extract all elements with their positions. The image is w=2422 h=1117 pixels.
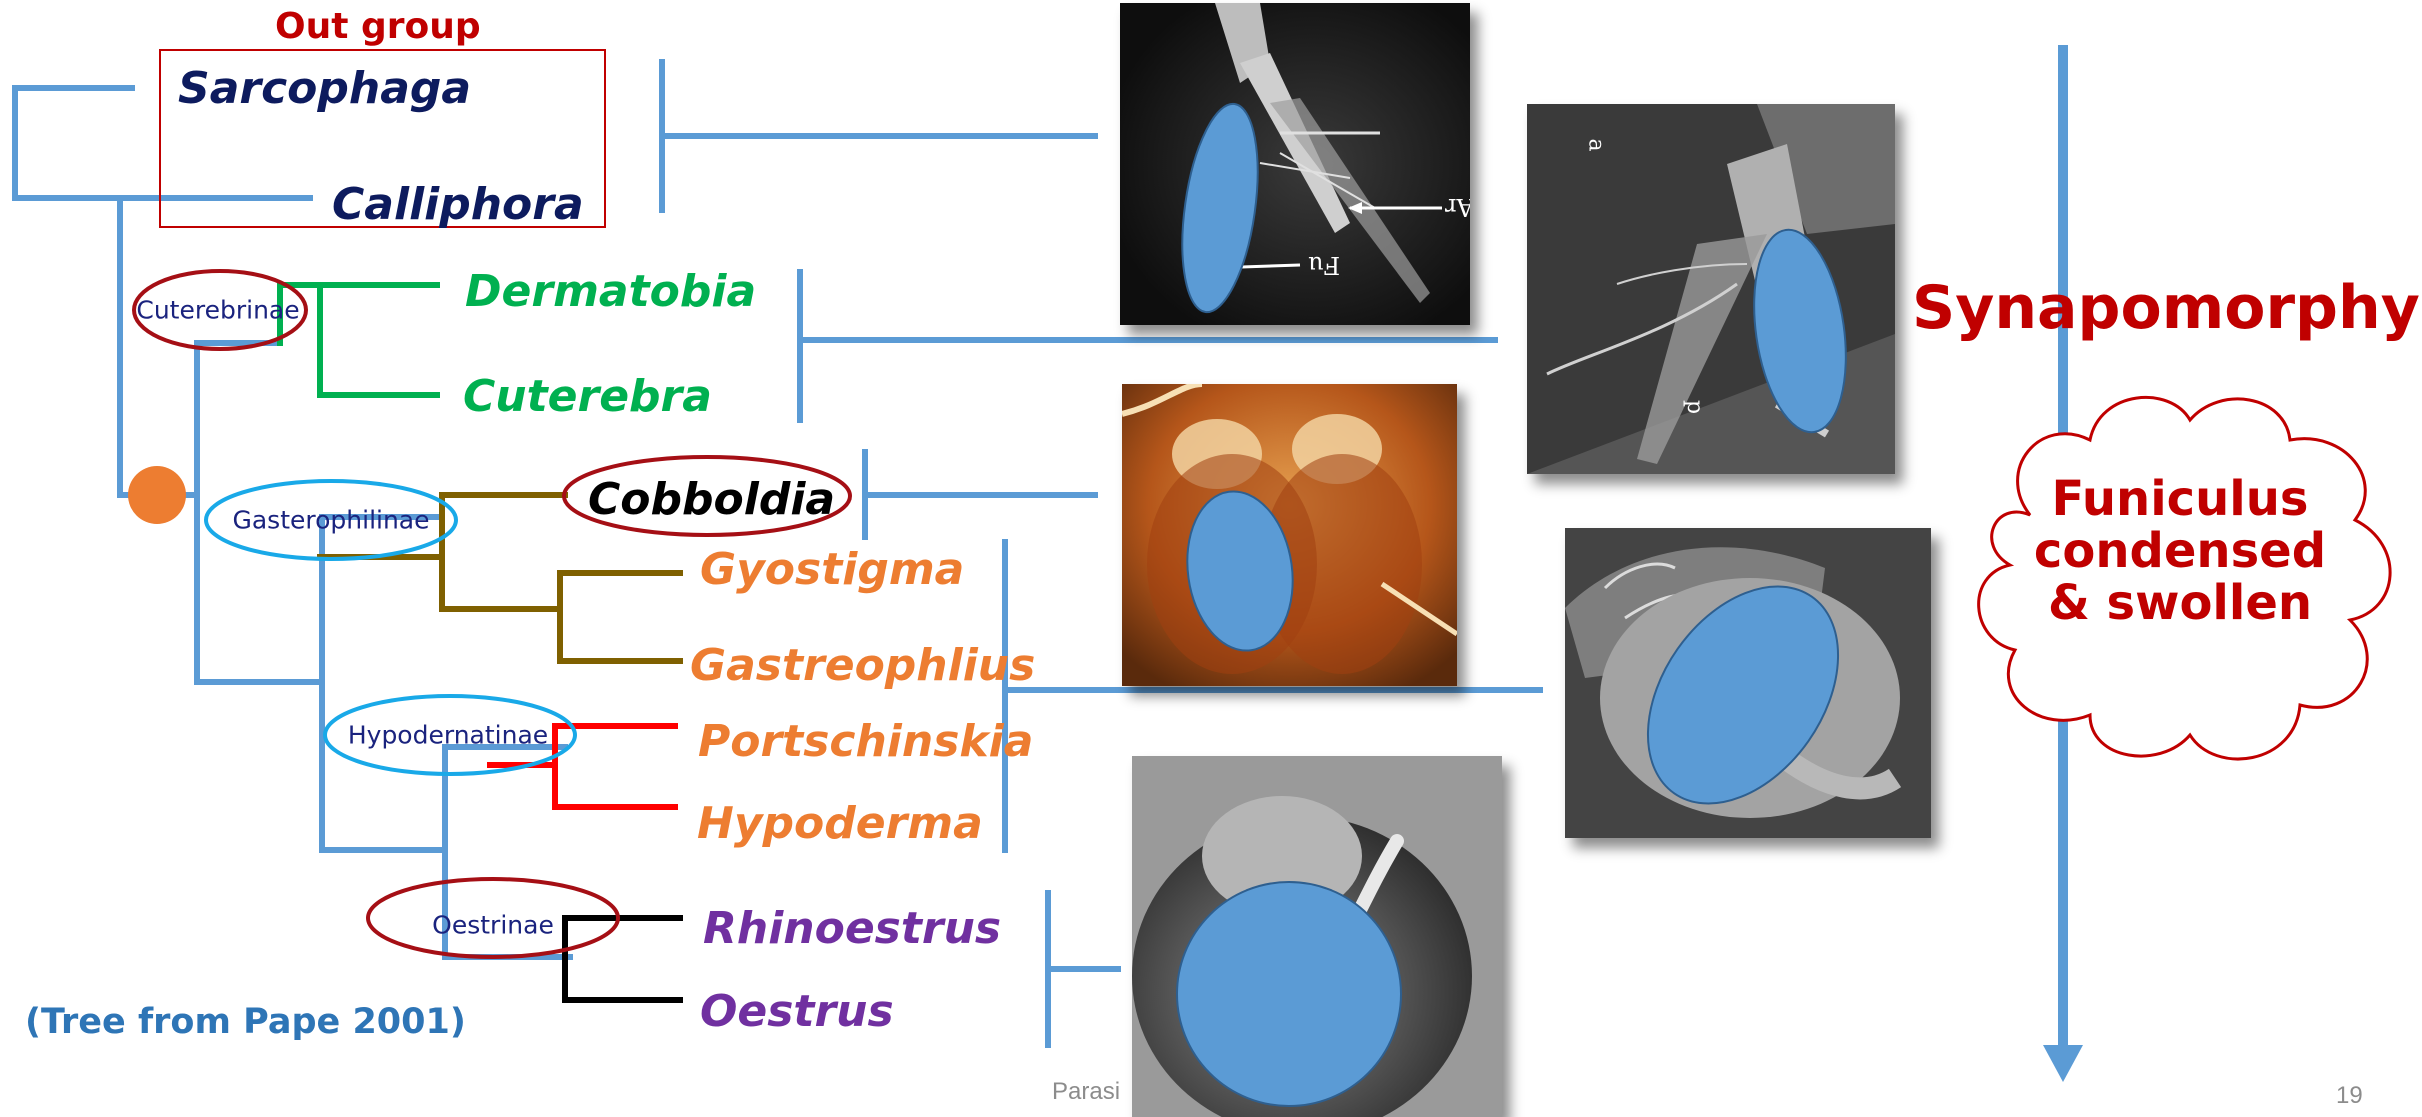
cloud-line-1: Funiculus xyxy=(2000,474,2360,526)
oestrus-antenna-photo xyxy=(1132,756,1502,1117)
subfamily-oestrinae: Oestrinae xyxy=(432,913,554,938)
photo1-label-fu: Fu xyxy=(1308,253,1340,277)
oestrinae-branches xyxy=(565,918,680,1000)
taxon-sarcophaga: Sarcophaga xyxy=(178,67,471,111)
taxon-oestrus: Oestrus xyxy=(700,990,894,1034)
subfamily-gasterophilinae: Gasterophilinae xyxy=(232,508,429,533)
taxon-portschinskia: Portschinskia xyxy=(698,720,1033,764)
slide-number: 19 xyxy=(2336,1084,2363,1108)
taxon-gyostigma: Gyostigma xyxy=(700,548,964,592)
cloud-line-2: condensed xyxy=(2000,526,2360,578)
taxon-rhinoestrus: Rhinoestrus xyxy=(703,907,1001,951)
taxon-cobboldia: Cobboldia xyxy=(588,478,835,522)
synapomorphy-title: Synapomorphy xyxy=(1912,278,2420,338)
cloud-text: Funiculus condensed & swollen xyxy=(2000,474,2360,629)
arrow-head xyxy=(2043,1045,2083,1082)
subfamily-cuterebrinae: Cuterebrinae xyxy=(136,298,299,323)
taxon-calliphora: Calliphora xyxy=(332,183,584,227)
taxon-gastreophlius: Gastreophlius xyxy=(690,644,1035,688)
footer-text: Parasi xyxy=(1052,1080,1120,1104)
taxon-dermatobia: Dermatobia xyxy=(465,270,756,314)
citation: (Tree from Pape 2001) xyxy=(25,1005,466,1040)
photo2-label-p: p xyxy=(1683,400,1705,414)
taxon-cuterebra: Cuterebra xyxy=(463,375,712,419)
antenna-photo-2: a p xyxy=(1527,104,1895,474)
photo2-label-a: a xyxy=(1585,138,1607,151)
cobboldia-head-photo xyxy=(1122,384,1457,686)
antenna-photo-1: Ar Fu xyxy=(1120,3,1470,325)
taxon-hypoderma: Hypoderma xyxy=(697,802,983,846)
outgroup-heading: Out group xyxy=(275,9,481,45)
cloud-line-3: & swollen xyxy=(2000,578,2360,630)
gasterophilus-antenna-photo xyxy=(1565,528,1931,838)
subfamily-hypodermatinae: Hypodernatinae xyxy=(348,723,548,748)
photo1-label-ar: Ar xyxy=(1445,195,1470,219)
node-circle xyxy=(128,466,186,524)
